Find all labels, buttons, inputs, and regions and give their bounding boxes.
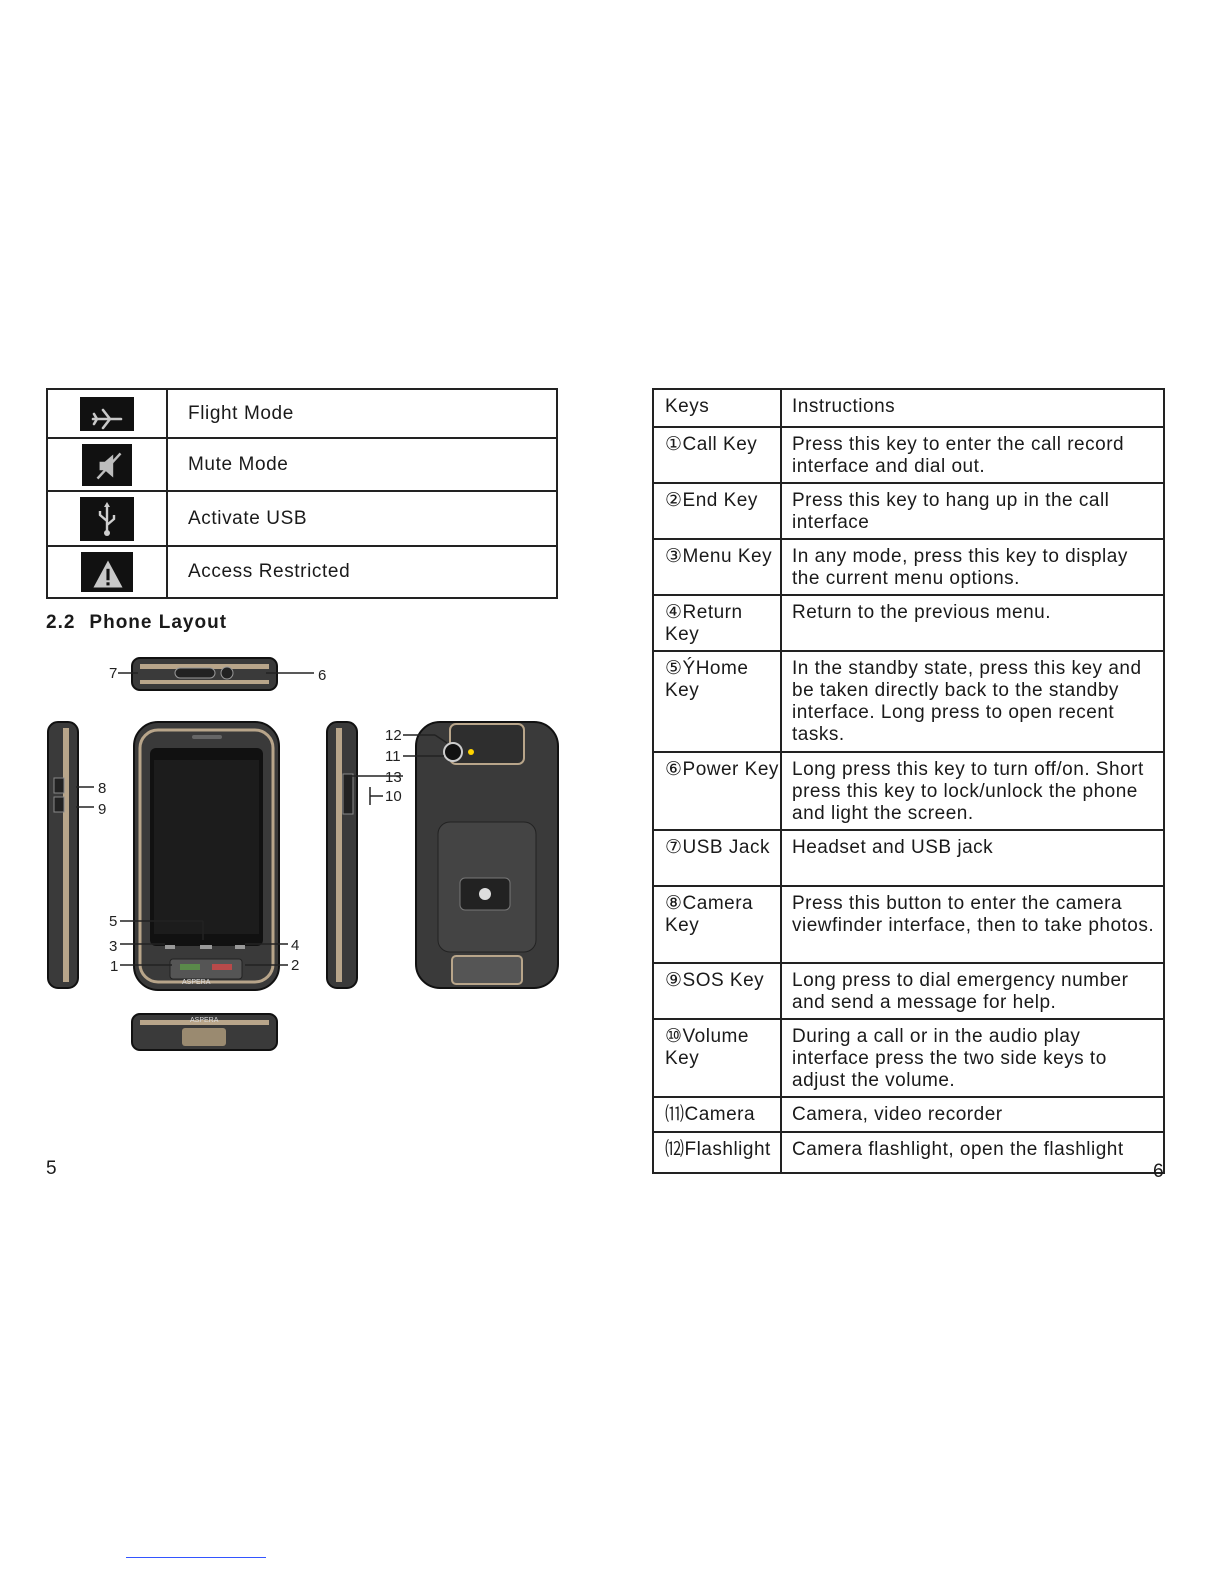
key-instruction: Long press to dial emergency number and …	[780, 962, 1165, 1020]
table-row: ⑩Volume Key During a call or in the audi…	[652, 1018, 1165, 1098]
phone-back-view	[415, 721, 559, 989]
key-instruction: Long press this key to turn off/on. Shor…	[780, 751, 1165, 831]
brand-logo: ASPERA	[182, 979, 211, 986]
key-name: ③Menu Key	[652, 538, 782, 596]
status-row-flight: Flight Mode	[46, 388, 558, 439]
key-instruction: Press this key to enter the call record …	[780, 426, 1165, 484]
page-number-right: 6	[1153, 1161, 1164, 1182]
key-name: ④Return Key	[652, 594, 782, 652]
status-label: Access Restricted	[166, 545, 558, 599]
warning-icon	[81, 552, 133, 592]
table-row: ⑾Camera Camera, video recorder	[652, 1096, 1165, 1133]
table-row: ⑿Flashlight Camera flashlight, open the …	[652, 1131, 1165, 1174]
status-row-usb: Activate USB	[46, 490, 558, 547]
key-instruction: Camera, video recorder	[780, 1096, 1165, 1133]
table-row: ⑧Camera Key Press this button to enter t…	[652, 885, 1165, 964]
status-label: Flight Mode	[166, 388, 558, 439]
callout-12: 12	[385, 727, 402, 744]
section-title: Phone Layout	[89, 612, 228, 633]
key-instruction: In any mode, press this key to display t…	[780, 538, 1165, 596]
callout-2: 2	[291, 957, 299, 974]
key-name: ②End Key	[652, 482, 782, 540]
callout-9: 9	[98, 801, 106, 818]
phone-right-side-view	[326, 721, 358, 989]
status-icon-table: Flight Mode Mute Mode Activate USB Acces…	[46, 388, 558, 599]
table-row: ①Call Key Press this key to enter the ca…	[652, 426, 1165, 484]
callout-11: 11	[385, 748, 401, 765]
table-row: ⑤ÝHome Key In the standby state, press t…	[652, 650, 1165, 753]
callout-7: 7	[109, 665, 117, 682]
callout-5: 5	[109, 913, 117, 930]
phone-top-view	[131, 657, 278, 691]
status-label: Mute Mode	[166, 437, 558, 492]
callout-4: 4	[291, 937, 299, 954]
brand-logo-bottom: ASPERA	[190, 1017, 219, 1024]
key-name: ⑧Camera Key	[652, 885, 782, 964]
key-instruction: Return to the previous menu.	[780, 594, 1165, 652]
table-row: ⑦USB Jack Headset and USB jack	[652, 829, 1165, 887]
key-name: ⑤ÝHome Key	[652, 650, 782, 753]
key-name: ⑥Power Key	[652, 751, 782, 831]
key-instruction: During a call or in the audio play inter…	[780, 1018, 1165, 1098]
status-row-restricted: Access Restricted	[46, 545, 558, 599]
key-instruction: Press this key to hang up in the call in…	[780, 482, 1165, 540]
footer-rule	[126, 1557, 266, 1558]
key-instruction: Press this button to enter the camera vi…	[780, 885, 1165, 964]
key-name: ⑾Camera	[652, 1096, 782, 1133]
callout-1: 1	[110, 958, 118, 975]
callout-8: 8	[98, 780, 106, 797]
usb-icon	[80, 496, 134, 541]
page-number-left: 5	[46, 1158, 57, 1179]
key-instruction: In the standby state, press this key and…	[780, 650, 1165, 753]
status-label: Activate USB	[166, 490, 558, 547]
section-number: 2.2	[46, 612, 76, 633]
status-row-mute: Mute Mode	[46, 437, 558, 492]
mute-icon	[82, 443, 132, 486]
callout-6: 6	[318, 667, 326, 684]
phone-left-side-view	[47, 721, 79, 989]
key-name: ⑿Flashlight	[652, 1131, 782, 1174]
callout-lines	[76, 672, 448, 966]
key-instruction: Headset and USB jack	[780, 829, 1165, 887]
table-row: ②End Key Press this key to hang up in th…	[652, 482, 1165, 540]
header-instructions: Instructions	[780, 388, 1165, 428]
phone-bottom-view: ASPERA	[131, 1013, 278, 1051]
keys-table-header: Keys Instructions	[652, 388, 1165, 428]
callout-10: 10	[385, 788, 402, 805]
table-row: ⑨SOS Key Long press to dial emergency nu…	[652, 962, 1165, 1020]
table-row: ③Menu Key In any mode, press this key to…	[652, 538, 1165, 596]
phone-layout-illustration: ASPERA ASPERA	[47, 657, 559, 1051]
key-instruction: Camera flashlight, open the flashlight	[780, 1131, 1165, 1174]
section-heading: 2.2 Phone Layout	[46, 612, 227, 634]
keys-instructions-table: Keys Instructions ①Call Key Press this k…	[652, 388, 1165, 1174]
table-row: ④Return Key Return to the previous menu.	[652, 594, 1165, 652]
callout-numbers: 7 6 8 9 5 3 1 4 2 12 11 13 10	[98, 665, 402, 975]
callout-3: 3	[109, 938, 117, 955]
callout-13: 13	[385, 769, 402, 786]
phone-front-view: ASPERA	[133, 721, 280, 991]
table-row: ⑥Power Key Long press this key to turn o…	[652, 751, 1165, 831]
airplane-icon	[80, 396, 134, 431]
key-name: ⑩Volume Key	[652, 1018, 782, 1098]
header-keys: Keys	[652, 388, 782, 428]
key-name: ⑨SOS Key	[652, 962, 782, 1020]
key-name: ⑦USB Jack	[652, 829, 782, 887]
key-name: ①Call Key	[652, 426, 782, 484]
